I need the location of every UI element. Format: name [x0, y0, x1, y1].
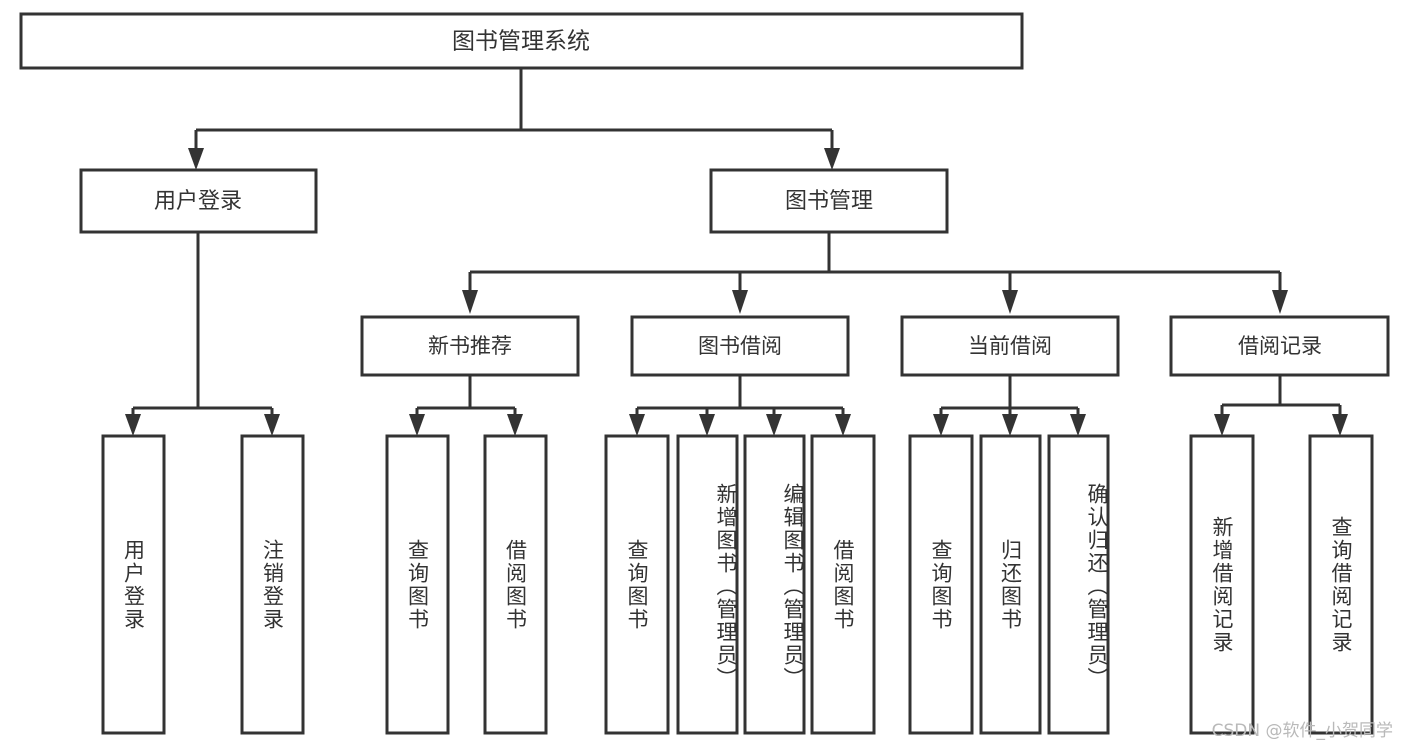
leaf-box — [240, 434, 305, 735]
connector-bookborrow-to-leaves — [629, 375, 851, 436]
node-borrow-record-label: 借阅记录 — [1238, 334, 1322, 358]
leaf-box — [1189, 434, 1255, 735]
watermark-text: CSDN @软件_小贺同学 — [1211, 721, 1393, 741]
leaf-boxes-user-login[interactable] — [101, 434, 305, 735]
node-book-management[interactable]: 图书管理 — [709, 168, 949, 234]
leaf-boxes-current-borrow[interactable] — [908, 434, 1110, 735]
leaf-boxes-book-borrow[interactable] — [604, 434, 876, 735]
connector-userlogin-to-leaves — [125, 232, 280, 436]
connector-root-to-level2 — [188, 68, 840, 170]
connector-newbook-to-leaves — [409, 375, 523, 436]
leaf-box — [810, 434, 876, 735]
connector-borrowrecord-to-leaves — [1214, 375, 1348, 436]
node-current-borrow-label: 当前借阅 — [968, 334, 1052, 358]
leaf-box — [1308, 434, 1374, 735]
leaf-box — [101, 434, 166, 735]
node-new-book-recommend[interactable]: 新书推荐 — [360, 315, 580, 377]
node-borrow-record[interactable]: 借阅记录 — [1169, 315, 1390, 377]
connector-currentborrow-to-leaves — [933, 375, 1086, 436]
leaf-boxes-borrow-record[interactable] — [1189, 434, 1374, 735]
connector-bookmgmt-to-level3 — [462, 232, 1288, 314]
leaf-box — [604, 434, 670, 735]
leaf-box — [676, 434, 739, 735]
node-root-label: 图书管理系统 — [452, 29, 590, 55]
node-book-borrow[interactable]: 图书借阅 — [630, 315, 850, 377]
node-user-login-label: 用户登录 — [154, 189, 242, 214]
node-current-borrow[interactable]: 当前借阅 — [900, 315, 1120, 377]
leaf-box — [385, 434, 450, 735]
leaf-box — [483, 434, 548, 735]
node-user-login[interactable]: 用户登录 — [79, 168, 318, 234]
leaf-boxes-new-book-recommend[interactable] — [385, 434, 548, 735]
leaf-box — [908, 434, 974, 735]
node-new-book-recommend-label: 新书推荐 — [428, 334, 512, 358]
node-book-management-label: 图书管理 — [785, 189, 873, 214]
leaf-box — [979, 434, 1042, 735]
node-root[interactable]: 图书管理系统 — [19, 12, 1024, 70]
leaf-box — [743, 434, 806, 735]
leaf-box — [1047, 434, 1110, 735]
node-book-borrow-label: 图书借阅 — [698, 334, 782, 358]
